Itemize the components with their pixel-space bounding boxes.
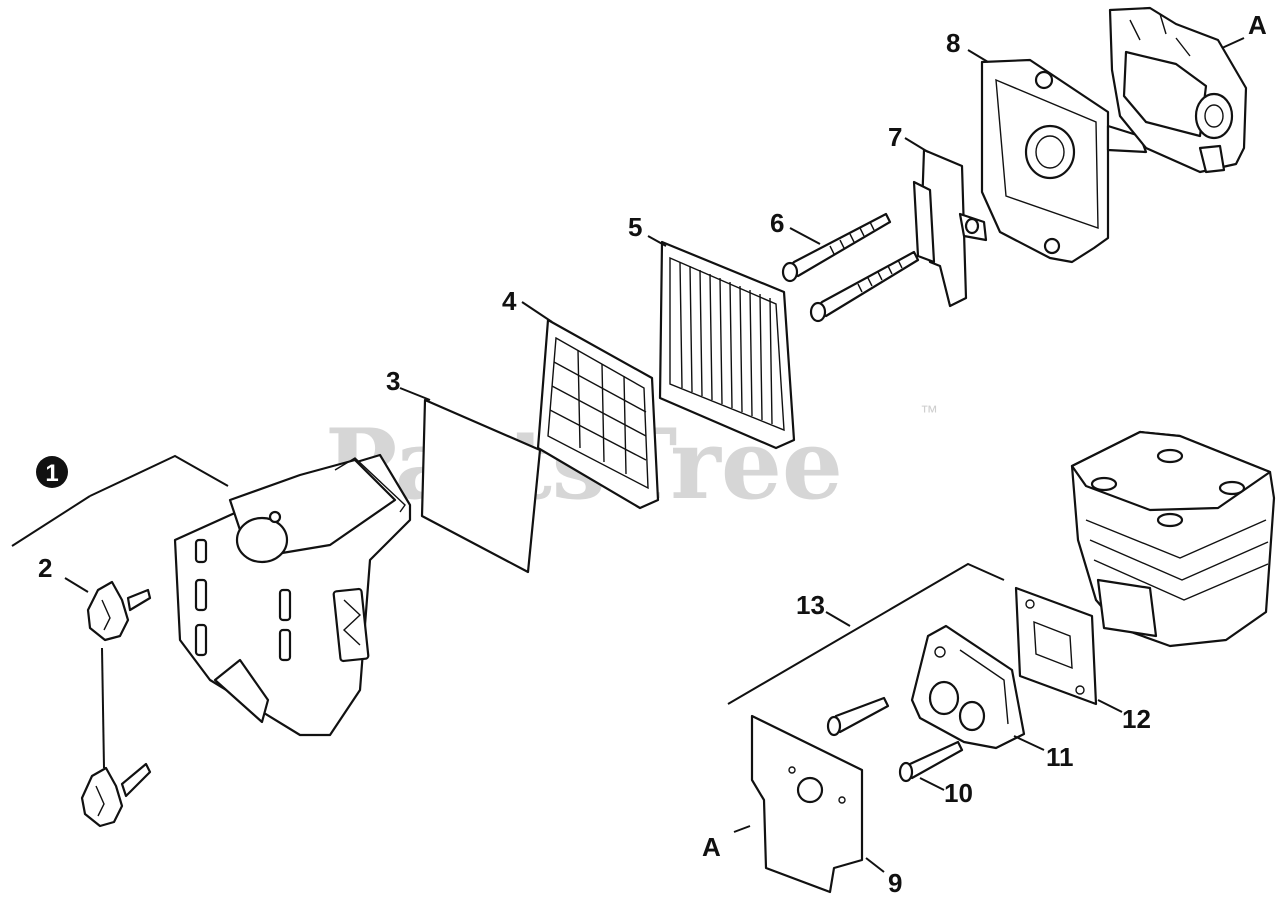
leader-8 — [967, 49, 989, 63]
callout-11[interactable]: 11 — [1046, 742, 1074, 772]
leader-3 — [399, 387, 431, 401]
leader-4 — [521, 301, 553, 323]
leader-11 — [1013, 735, 1045, 751]
callout-4[interactable]: 4 — [502, 286, 517, 316]
callout-a-bottom[interactable]: A — [702, 832, 721, 862]
part-8-filter-base[interactable] — [980, 58, 1148, 264]
callout-5[interactable]: 5 — [628, 212, 642, 242]
part-6-bolt-lower[interactable] — [809, 250, 920, 323]
svg-text:1: 1 — [45, 460, 58, 487]
callout-13[interactable]: 13 — [796, 590, 825, 620]
part-10-screw-lower[interactable] — [898, 740, 964, 783]
leader-13 — [825, 611, 851, 627]
leader-2 — [64, 577, 89, 593]
callout-2[interactable]: 2 — [38, 553, 52, 583]
bracket-1-top — [89, 454, 229, 497]
part-6-bolt-upper[interactable] — [781, 212, 892, 283]
part-10-screw-upper[interactable] — [826, 696, 890, 737]
carburetor[interactable] — [1108, 6, 1248, 174]
watermark-trademark: ™ — [920, 402, 938, 422]
part-11-manifold[interactable] — [910, 624, 1026, 750]
cylinder[interactable] — [1070, 430, 1276, 648]
part-5-pleated-filter[interactable] — [658, 240, 796, 450]
callout-8[interactable]: 8 — [946, 28, 960, 58]
part-7-plate[interactable] — [912, 148, 988, 308]
leader-a-bottom — [733, 825, 751, 833]
callout-3[interactable]: 3 — [386, 366, 400, 396]
leader-a-top — [1221, 37, 1245, 49]
callout-10[interactable]: 10 — [944, 778, 973, 808]
knob-link-line — [101, 647, 105, 769]
bracket-13 — [727, 562, 1005, 705]
part-9-plate[interactable] — [750, 714, 864, 894]
callout-a-top[interactable]: A — [1248, 10, 1267, 40]
callout-1[interactable]: 1 — [36, 456, 68, 488]
callout-12[interactable]: 12 — [1122, 704, 1151, 734]
part-2-knob-upper[interactable] — [86, 580, 152, 642]
leader-7 — [904, 137, 929, 153]
leader-12 — [1097, 699, 1123, 713]
leader-10 — [919, 777, 945, 791]
bracket-1-bottom — [11, 495, 91, 547]
callout-6[interactable]: 6 — [770, 208, 784, 238]
callout-9[interactable]: 9 — [888, 868, 902, 898]
part-1-air-cover[interactable] — [173, 453, 412, 737]
part-3-filter-pad[interactable] — [420, 398, 542, 574]
leader-6 — [789, 227, 821, 245]
part-2-knob-lower[interactable] — [80, 762, 152, 828]
leader-5 — [647, 235, 667, 247]
callout-7[interactable]: 7 — [888, 122, 902, 152]
part-12-gasket[interactable] — [1014, 586, 1098, 706]
part-4-filter-frame[interactable] — [536, 318, 660, 510]
leader-9 — [865, 857, 885, 873]
